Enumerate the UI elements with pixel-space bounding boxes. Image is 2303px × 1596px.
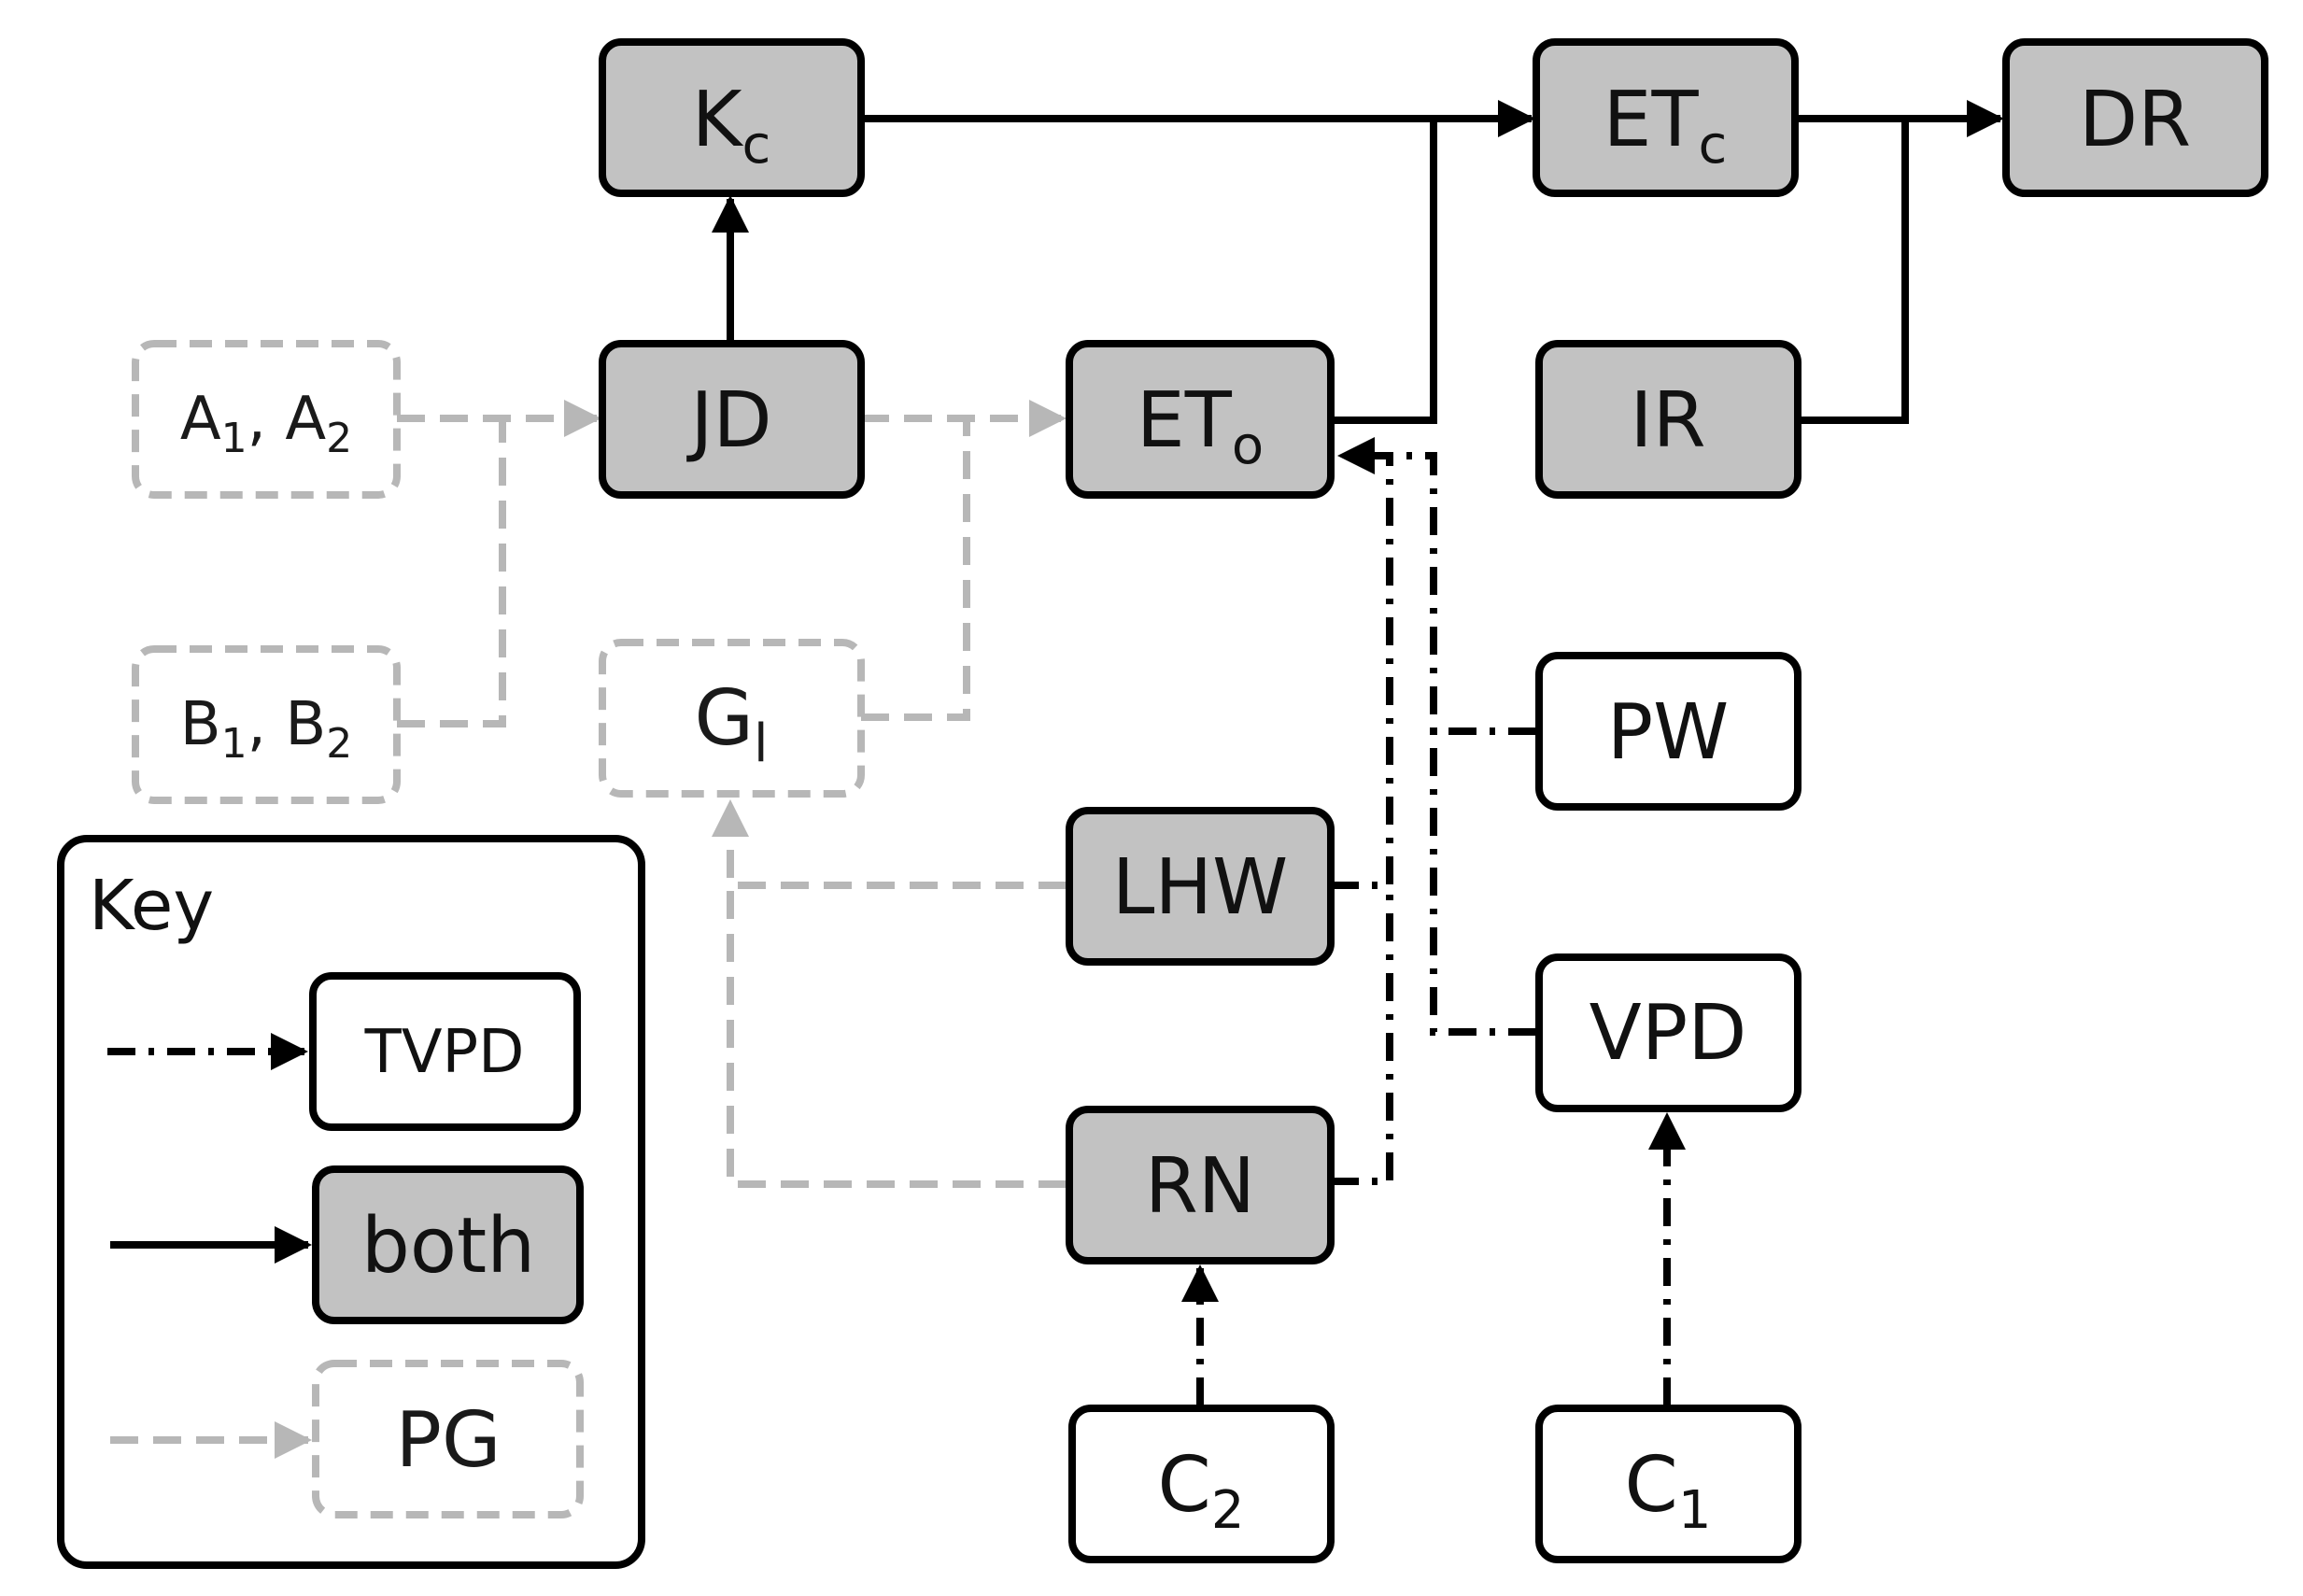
svg-text:C1: C1 bbox=[1625, 1441, 1712, 1541]
node-kc: Kc bbox=[599, 38, 865, 197]
node-a12-mid: , A bbox=[247, 385, 327, 454]
svg-text:A1, A2: A1, A2 bbox=[180, 385, 352, 462]
node-b12: B1, B2 bbox=[132, 645, 401, 804]
node-c2-main: C bbox=[1158, 1441, 1211, 1530]
legend: Key TVPD both PG bbox=[57, 835, 645, 1569]
node-rn-label: RN bbox=[1145, 1142, 1255, 1231]
node-etc-main: ET bbox=[1604, 76, 1700, 164]
node-dr-label: DR bbox=[2079, 76, 2191, 164]
legend-pg-label: PG bbox=[396, 1396, 502, 1485]
node-a12-sub2: 2 bbox=[326, 415, 352, 462]
node-pw-label: PW bbox=[1607, 688, 1730, 777]
edge-lhw-gl bbox=[712, 799, 1067, 889]
node-b12-mid: , B bbox=[247, 690, 327, 759]
node-c2-sub: 2 bbox=[1211, 1480, 1245, 1541]
legend-pg-box bbox=[312, 1360, 584, 1518]
node-b12-main: B bbox=[180, 690, 221, 759]
edge-gl-eto bbox=[861, 418, 970, 721]
legend-title: Key bbox=[89, 866, 214, 946]
edge-lhw-eto bbox=[1331, 456, 1393, 889]
node-etc-sub: c bbox=[1699, 115, 1728, 176]
node-pw: PW bbox=[1535, 652, 1801, 811]
node-gl: Gl bbox=[599, 639, 865, 798]
svg-text:B1, B2: B1, B2 bbox=[180, 690, 353, 768]
node-etc: ETc bbox=[1533, 38, 1799, 197]
node-c1-sub: 1 bbox=[1678, 1480, 1712, 1541]
node-kc-sub: c bbox=[742, 115, 770, 176]
svg-text:ETc: ETc bbox=[1604, 76, 1728, 176]
node-jd-label: JD bbox=[685, 376, 771, 465]
node-c1-main: C bbox=[1625, 1441, 1678, 1530]
svg-text:Kc: Kc bbox=[692, 76, 771, 176]
node-c2: C2 bbox=[1068, 1405, 1335, 1563]
node-b12-sub1: 1 bbox=[221, 720, 247, 768]
svg-text:ETo: ETo bbox=[1137, 376, 1264, 476]
edge-eto-etc bbox=[1331, 119, 1437, 424]
node-eto-sub: o bbox=[1232, 416, 1264, 476]
node-ir-label: IR bbox=[1630, 376, 1705, 465]
node-gl-sub: l bbox=[754, 713, 769, 774]
edges bbox=[397, 100, 2004, 1405]
node-gl-main: G bbox=[694, 674, 754, 763]
node-a12-main: A bbox=[180, 385, 221, 454]
node-rn: RN bbox=[1066, 1106, 1335, 1264]
legend-both-box bbox=[312, 1165, 584, 1324]
node-vpd: VPD bbox=[1535, 953, 1801, 1112]
svg-text:Gl: Gl bbox=[694, 674, 768, 774]
node-dr: DR bbox=[2002, 38, 2268, 197]
node-lhw: LHW bbox=[1066, 807, 1335, 966]
node-lhw-label: LHW bbox=[1112, 843, 1288, 932]
legend-tvpd-box bbox=[309, 972, 581, 1131]
node-eto-main: ET bbox=[1137, 376, 1233, 465]
svg-text:C2: C2 bbox=[1158, 1441, 1245, 1541]
node-a12: A1, A2 bbox=[132, 340, 401, 499]
node-eto: ETo bbox=[1066, 340, 1335, 499]
edge-rn-eto bbox=[1331, 885, 1393, 1185]
node-b12-sub2: 2 bbox=[326, 720, 352, 768]
edge-vpd-eto bbox=[1430, 731, 1536, 1036]
node-a12-sub1: 1 bbox=[221, 415, 247, 462]
edge-b12-jd bbox=[397, 418, 506, 727]
edge-pw-eto bbox=[1337, 437, 1536, 735]
node-vpd-label: VPD bbox=[1589, 989, 1747, 1078]
node-jd: JD bbox=[599, 340, 865, 499]
edge-ir-dr bbox=[1798, 119, 1909, 424]
node-kc-main: K bbox=[692, 76, 744, 164]
legend-both-label: both bbox=[361, 1202, 535, 1291]
node-ir: IR bbox=[1535, 340, 1801, 499]
legend-tvpd-label: TVPD bbox=[364, 1018, 525, 1087]
edge-rn-gl bbox=[727, 878, 1067, 1188]
node-c1: C1 bbox=[1535, 1405, 1801, 1563]
